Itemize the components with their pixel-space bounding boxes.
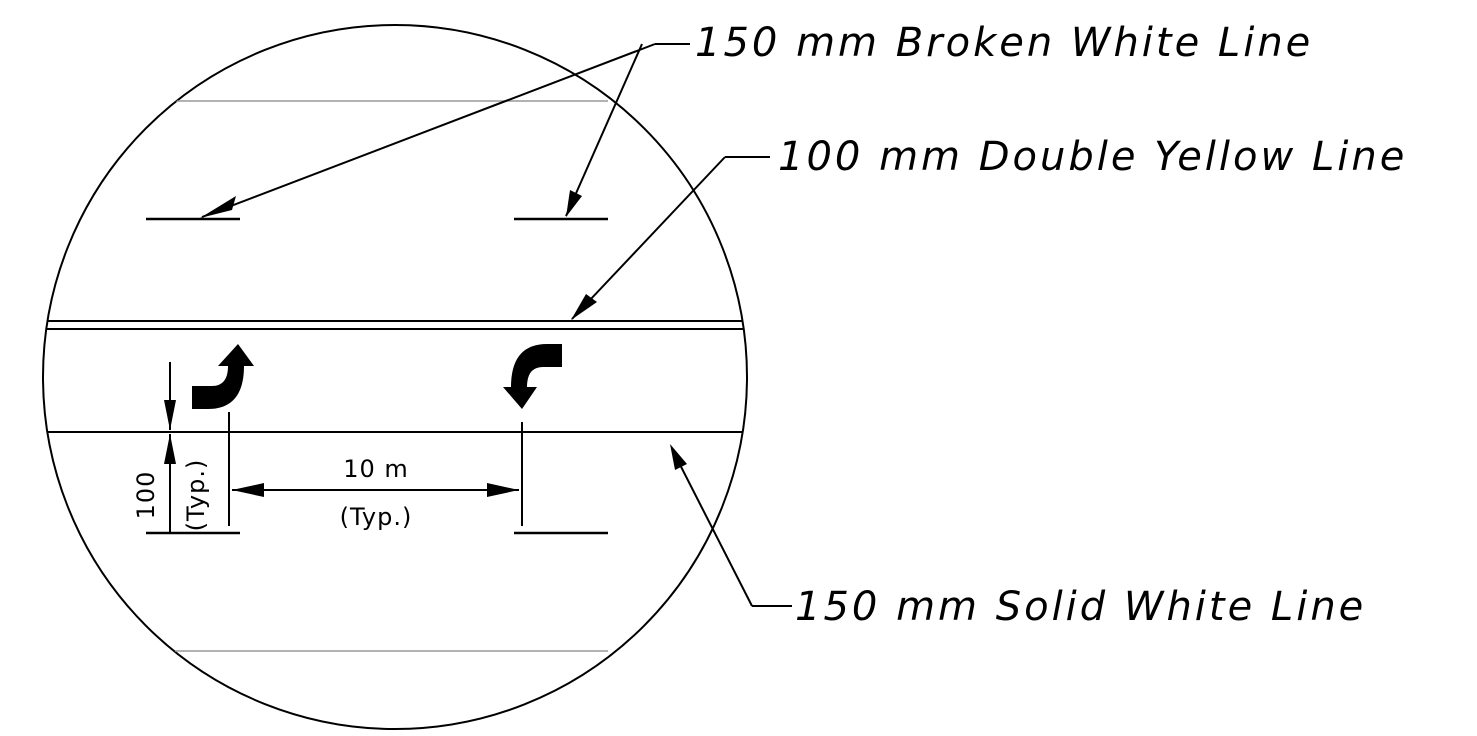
dimension-spacing-note: (Typ.)	[340, 503, 413, 531]
turn-arrow-icon-right	[503, 344, 562, 409]
label-broken-white-line: 150 mm Broken White Line	[695, 20, 1313, 66]
label-solid-white-line: 150 mm Solid White Line	[795, 584, 1366, 630]
road-markings	[43, 100, 747, 652]
dimension-spacing-arrows	[232, 483, 519, 497]
label-double-yellow-line: 100 mm Double Yellow Line	[778, 134, 1407, 180]
dimension-offset-arrows	[164, 400, 176, 464]
dimension-offset-value: 100	[132, 471, 160, 520]
turn-arrow-icon-left	[192, 344, 254, 409]
dimension-spacing-value: 10 m	[343, 455, 409, 483]
leader-lines	[201, 43, 792, 607]
leader-arrowheads	[200, 190, 687, 470]
dimension-spacing	[228, 412, 523, 526]
dimension-offset-note: (Typ.)	[182, 459, 210, 532]
detail-circle	[42, 24, 748, 730]
